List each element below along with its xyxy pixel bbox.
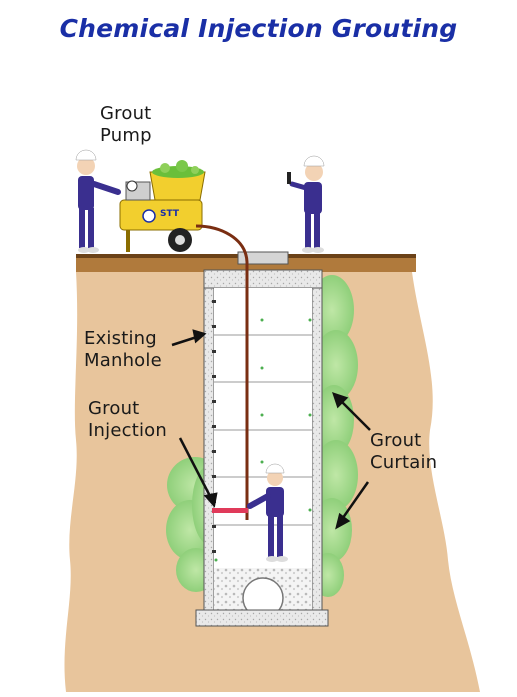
grout-hose xyxy=(195,224,249,520)
manhole-frame xyxy=(237,251,289,265)
grout-pump xyxy=(119,160,206,252)
arrows xyxy=(171,329,371,530)
label-grout-injection: Grout Injection xyxy=(88,398,167,441)
worker-observer xyxy=(287,155,325,253)
manhole-interior xyxy=(214,288,312,568)
label-grout-pump: Grout Pump xyxy=(100,103,152,146)
arrow-curtain-lower-head xyxy=(335,512,351,530)
manhole-collar xyxy=(203,269,323,289)
worker-injector xyxy=(247,463,288,562)
injection-ports xyxy=(214,318,312,562)
arrow-curtain-lower xyxy=(338,481,370,523)
manhole-base xyxy=(195,609,329,627)
worker-pump-operator xyxy=(75,149,121,253)
arrow-curtain-upper xyxy=(337,397,371,431)
arrow-curtain-upper-head xyxy=(332,392,349,409)
arrow-injection-head xyxy=(203,492,218,508)
manhole-wall-right xyxy=(311,287,323,611)
label-existing-manhole: Existing Manhole xyxy=(84,328,162,371)
manhole-wall-left xyxy=(203,287,215,611)
arrow-manhole-head xyxy=(192,329,207,344)
diagram-title: Chemical Injection Grouting xyxy=(59,14,458,43)
manhole-joints xyxy=(214,334,312,526)
label-grout-curtain: Grout Curtain xyxy=(370,430,438,473)
arrow-injection xyxy=(178,437,214,501)
injection-pipe xyxy=(212,508,248,513)
pump-logo: STT xyxy=(160,209,179,219)
